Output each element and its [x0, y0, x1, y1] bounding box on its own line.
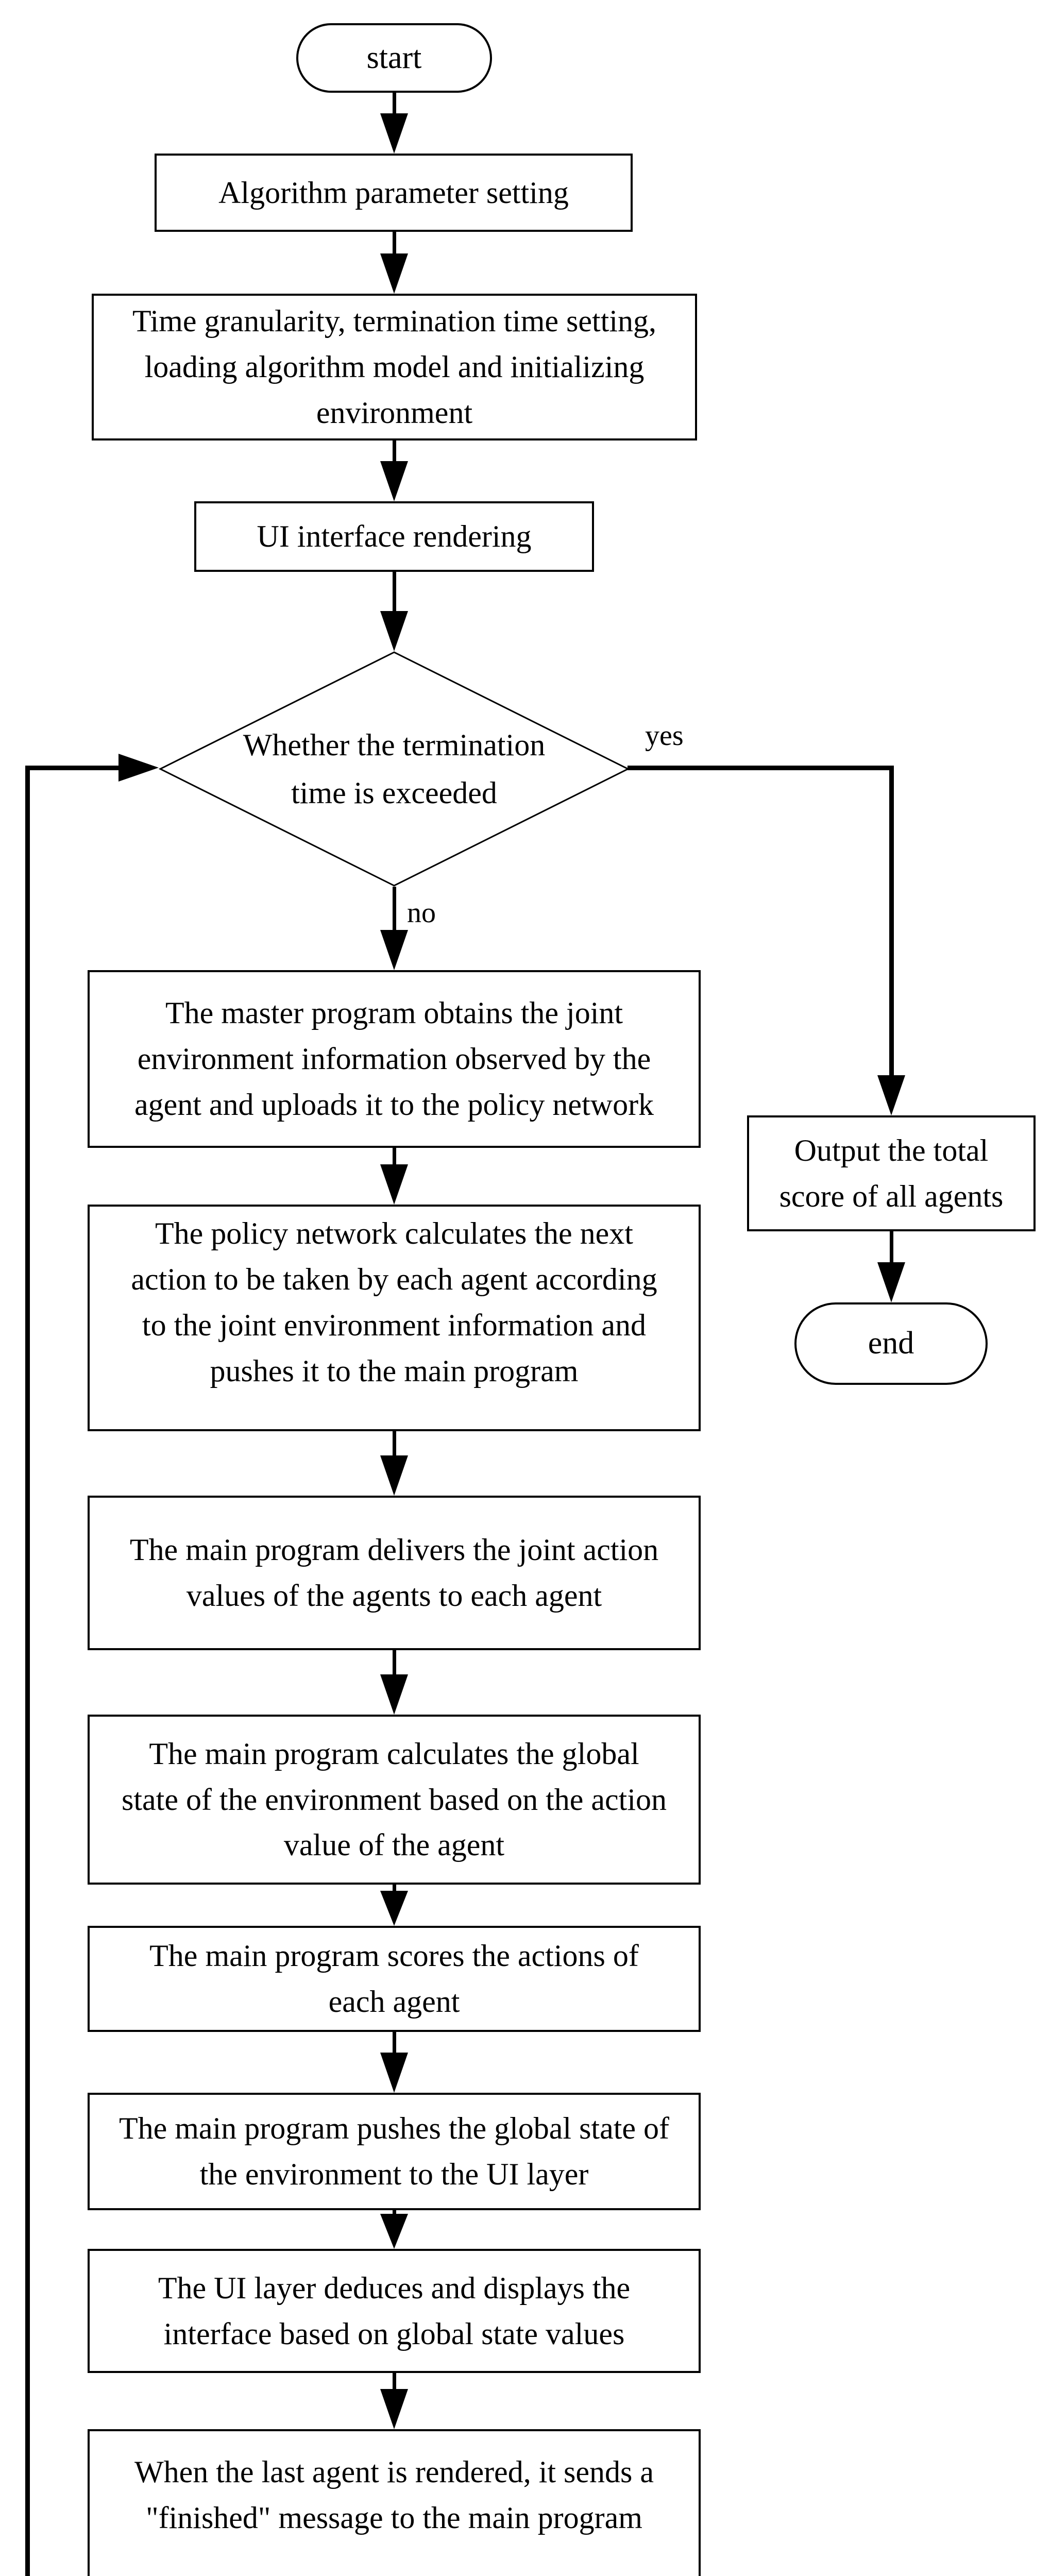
- box-ui-rendering: UI interface rendering: [194, 501, 594, 572]
- connector-score-push-stem: [393, 2032, 396, 2055]
- connector-uideduce-finished-head: [380, 2389, 408, 2429]
- loop-into-decision-line: [25, 766, 123, 770]
- yes-branch-head: [877, 1075, 905, 1115]
- box-calc-global-state: The main program calculates the global s…: [88, 1715, 701, 1885]
- connector-master-policy-head: [380, 1164, 408, 1205]
- connector-output-end-head: [877, 1262, 905, 1302]
- box-ui-deduces: The UI layer deduces and displays the in…: [88, 2249, 701, 2373]
- connector-calc-score-stem: [393, 1885, 396, 1892]
- decision-diamond: Whether the termination time is exceeded: [158, 651, 630, 887]
- connector-ui-decision-stem: [393, 572, 396, 613]
- connector-push-uideduce-stem: [393, 2210, 396, 2217]
- box-push-state: The main program pushes the global state…: [88, 2093, 701, 2210]
- connector-decision-master-stem: [393, 887, 396, 932]
- box-score-actions: The main program scores the actions of e…: [88, 1926, 701, 2032]
- connector-score-push-head: [380, 2053, 408, 2093]
- box-policy-calculates: The policy network calculates the next a…: [88, 1205, 701, 1431]
- diamond-shape: [158, 651, 630, 887]
- box-output-score: Output the total score of all agents: [747, 1115, 1036, 1231]
- connector-param-time-head: [380, 253, 408, 294]
- yes-branch-vline: [889, 766, 894, 1079]
- connector-uideduce-finished-stem: [393, 2373, 396, 2391]
- end-terminator: end: [794, 1302, 988, 1385]
- yes-branch-hline: [628, 766, 894, 770]
- diamond-shape-svg: [158, 651, 630, 887]
- yes-label: yes: [645, 720, 684, 752]
- connector-policy-deliver-stem: [393, 1431, 396, 1458]
- box-algorithm-parameter: Algorithm parameter setting: [155, 154, 633, 232]
- connector-deliver-calc-head: [380, 1674, 408, 1715]
- box-master-obtains: The master program obtains the joint env…: [88, 970, 701, 1148]
- connector-param-time-stem: [393, 232, 396, 256]
- connector-calc-score-head: [380, 1891, 408, 1926]
- connector-start-param-stem: [393, 93, 396, 115]
- box-deliver-actions: The main program delivers the joint acti…: [88, 1496, 701, 1650]
- connector-output-end-stem: [890, 1231, 893, 1264]
- loop-into-decision-head: [118, 754, 159, 782]
- connector-master-policy-stem: [393, 1148, 396, 1166]
- connector-deliver-calc-stem: [393, 1650, 396, 1676]
- box-finished-message: When the last agent is rendered, it send…: [88, 2429, 701, 2576]
- connector-policy-deliver-head: [380, 1455, 408, 1496]
- connector-start-param-head: [380, 113, 408, 154]
- start-terminator: start: [296, 23, 492, 93]
- connector-push-uideduce-head: [380, 2214, 408, 2249]
- loop-left-line: [25, 766, 30, 2576]
- connector-ui-decision-head: [380, 611, 408, 651]
- connector-time-ui-stem: [393, 440, 396, 463]
- connector-time-ui-head: [380, 461, 408, 501]
- box-time-granularity: Time granularity, termination time setti…: [92, 294, 697, 440]
- no-label: no: [407, 897, 436, 929]
- decision-label: Whether the termination time is exceeded: [243, 727, 546, 810]
- connector-decision-master-head: [380, 930, 408, 970]
